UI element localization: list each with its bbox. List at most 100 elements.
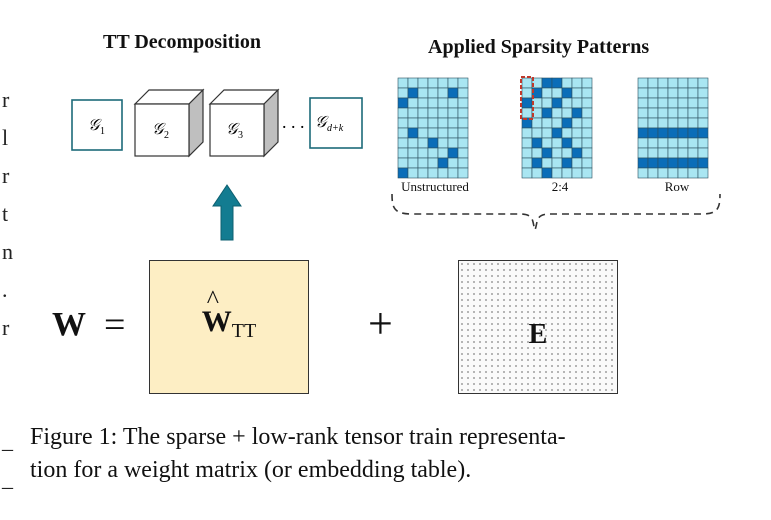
- two-four-grid: [520, 76, 593, 179]
- row-grid: [637, 77, 709, 179]
- grid-cell: [697, 87, 709, 99]
- grid-cell: [667, 87, 679, 99]
- edge-glyph: r: [2, 87, 10, 112]
- edge-glyph: r: [2, 163, 10, 188]
- grid-cell: [647, 87, 659, 99]
- grid-cell: [457, 107, 469, 119]
- figure-caption: Figure 1: The sparse + low-rank tensor t…: [30, 421, 760, 487]
- grid-cell: [697, 147, 709, 159]
- grid-cell: [657, 157, 669, 169]
- grid-cell: [397, 137, 409, 149]
- edge-glyph: n: [2, 239, 13, 264]
- grid-cell: [647, 117, 659, 129]
- grid-cell: [657, 137, 669, 149]
- grid-cell: [561, 167, 573, 179]
- edge-glyph: _: [2, 466, 13, 491]
- grid-cell: [407, 97, 419, 109]
- grid-cell: [677, 117, 689, 129]
- grid-cell: [427, 107, 439, 119]
- grid-cell: [427, 167, 439, 179]
- grid-cell: [521, 97, 533, 109]
- grid-cell: [551, 107, 563, 119]
- pattern-label-unstructured: Unstructured: [401, 179, 469, 194]
- grid-cell: [407, 107, 419, 119]
- grid-cell: [407, 87, 419, 99]
- grid-cell: [397, 107, 409, 119]
- edge-glyph: l: [2, 125, 9, 150]
- grid-cell: [697, 77, 709, 89]
- dashed-brace: [391, 193, 721, 233]
- sparse-matrix-symbol: E: [528, 319, 548, 350]
- grid-cell: [437, 127, 449, 139]
- grid-cell: [417, 137, 429, 149]
- grid-cell: [677, 87, 689, 99]
- grid-cell: [637, 127, 649, 139]
- grid-cell: [697, 137, 709, 149]
- grid-cell: [677, 147, 689, 159]
- grid-cell: [397, 167, 409, 179]
- grid-cell: [427, 87, 439, 99]
- plus-sign: +: [368, 299, 393, 348]
- grid-cell: [457, 167, 469, 179]
- edge-glyph: .: [2, 277, 8, 302]
- grid-cell: [521, 77, 533, 89]
- grid-cell: [657, 77, 669, 89]
- grid-cell: [541, 87, 553, 99]
- grid-cell: [447, 147, 459, 159]
- hat-accent: ^: [206, 285, 219, 314]
- grid-cell: [457, 147, 469, 159]
- grid-cell: [457, 117, 469, 129]
- grid-cell: [571, 167, 583, 179]
- grid-cell: [637, 107, 649, 119]
- grid-cell: [571, 107, 583, 119]
- grid-cell: [551, 167, 563, 179]
- two-four-highlight: [520, 76, 534, 120]
- grid-cell: [647, 77, 659, 89]
- grid-cell: [541, 157, 553, 169]
- grid-cell: [667, 147, 679, 159]
- core-3-symbol: 𝒢: [226, 121, 240, 138]
- grid-cell: [407, 137, 419, 149]
- core-2-symbol: 𝒢: [152, 121, 166, 138]
- core-1-symbol: 𝒢: [88, 117, 102, 134]
- up-arrow: [212, 184, 242, 241]
- grid-cell: [637, 97, 649, 109]
- grid-cell: [417, 147, 429, 159]
- grid-cell: [447, 167, 459, 179]
- grid-cell: [657, 147, 669, 159]
- grid-cell: [687, 97, 699, 109]
- grid-cell: [397, 87, 409, 99]
- grid-cell: [647, 107, 659, 119]
- grid-cell: [447, 137, 459, 149]
- grid-cell: [457, 137, 469, 149]
- tt-core-1: 𝒢 1: [71, 99, 123, 151]
- grid-cell: [657, 97, 669, 109]
- grid-cell: [531, 127, 543, 139]
- grid-cell: [407, 157, 419, 169]
- grid-cell: [541, 147, 553, 159]
- grid-cell: [637, 77, 649, 89]
- edge-glyph: r: [2, 315, 10, 340]
- grid-cell: [667, 137, 679, 149]
- grid-cell: [667, 77, 679, 89]
- grid-cell: [677, 97, 689, 109]
- grid-cell: [697, 127, 709, 139]
- edge-glyph: t: [2, 201, 9, 226]
- grid-cell: [687, 77, 699, 89]
- grid-cell: [571, 127, 583, 139]
- grid-cell: [541, 137, 553, 149]
- grid-cell: [677, 77, 689, 89]
- sparsity-patterns-heading: Applied Sparsity Patterns: [428, 36, 650, 58]
- grid-cell: [531, 157, 543, 169]
- tt-decomposition-heading: TT Decomposition: [103, 31, 261, 53]
- grid-cell: [457, 127, 469, 139]
- grid-cell: [561, 77, 573, 89]
- grid-cell: [541, 107, 553, 119]
- grid-cell: [687, 167, 699, 179]
- grid-cell: [417, 97, 429, 109]
- tt-cores-diagram: 𝒢 1 𝒢 2 𝒢 3 . . . 𝒢 d+k: [71, 88, 363, 241]
- grid-cell: [447, 87, 459, 99]
- equals-sign: =: [104, 304, 126, 346]
- core-last-subscript: d+k: [327, 123, 344, 134]
- grid-cell: [561, 157, 573, 169]
